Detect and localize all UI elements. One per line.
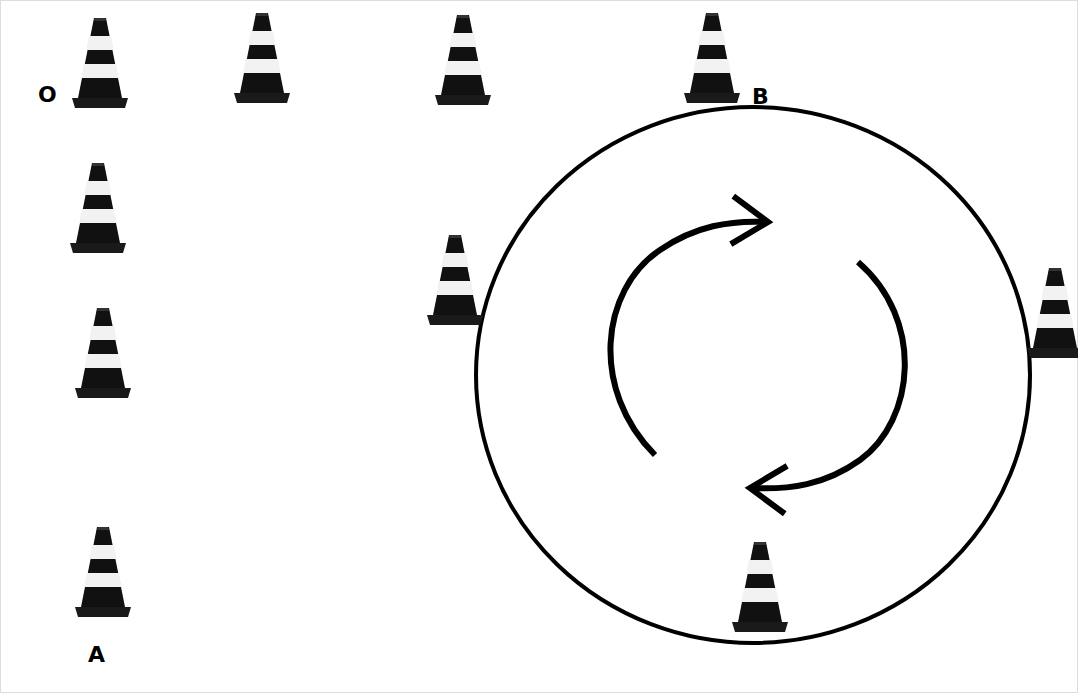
traffic-cone bbox=[684, 13, 740, 103]
traffic-cone bbox=[1027, 268, 1078, 358]
point-label: A bbox=[88, 644, 105, 666]
traffic-cone bbox=[435, 15, 491, 105]
point-label: O bbox=[38, 84, 57, 106]
point-label: B bbox=[752, 86, 769, 108]
traffic-cone bbox=[732, 542, 788, 632]
rotation-arrow bbox=[610, 222, 768, 455]
traffic-cone bbox=[234, 13, 290, 103]
traffic-cone bbox=[72, 18, 128, 108]
traffic-cone bbox=[75, 308, 131, 398]
rotation-arrow bbox=[750, 262, 905, 488]
traffic-cone bbox=[427, 235, 483, 325]
roundabout-circle bbox=[476, 107, 1030, 643]
traffic-cone bbox=[75, 527, 131, 617]
traffic-cone bbox=[70, 163, 126, 253]
